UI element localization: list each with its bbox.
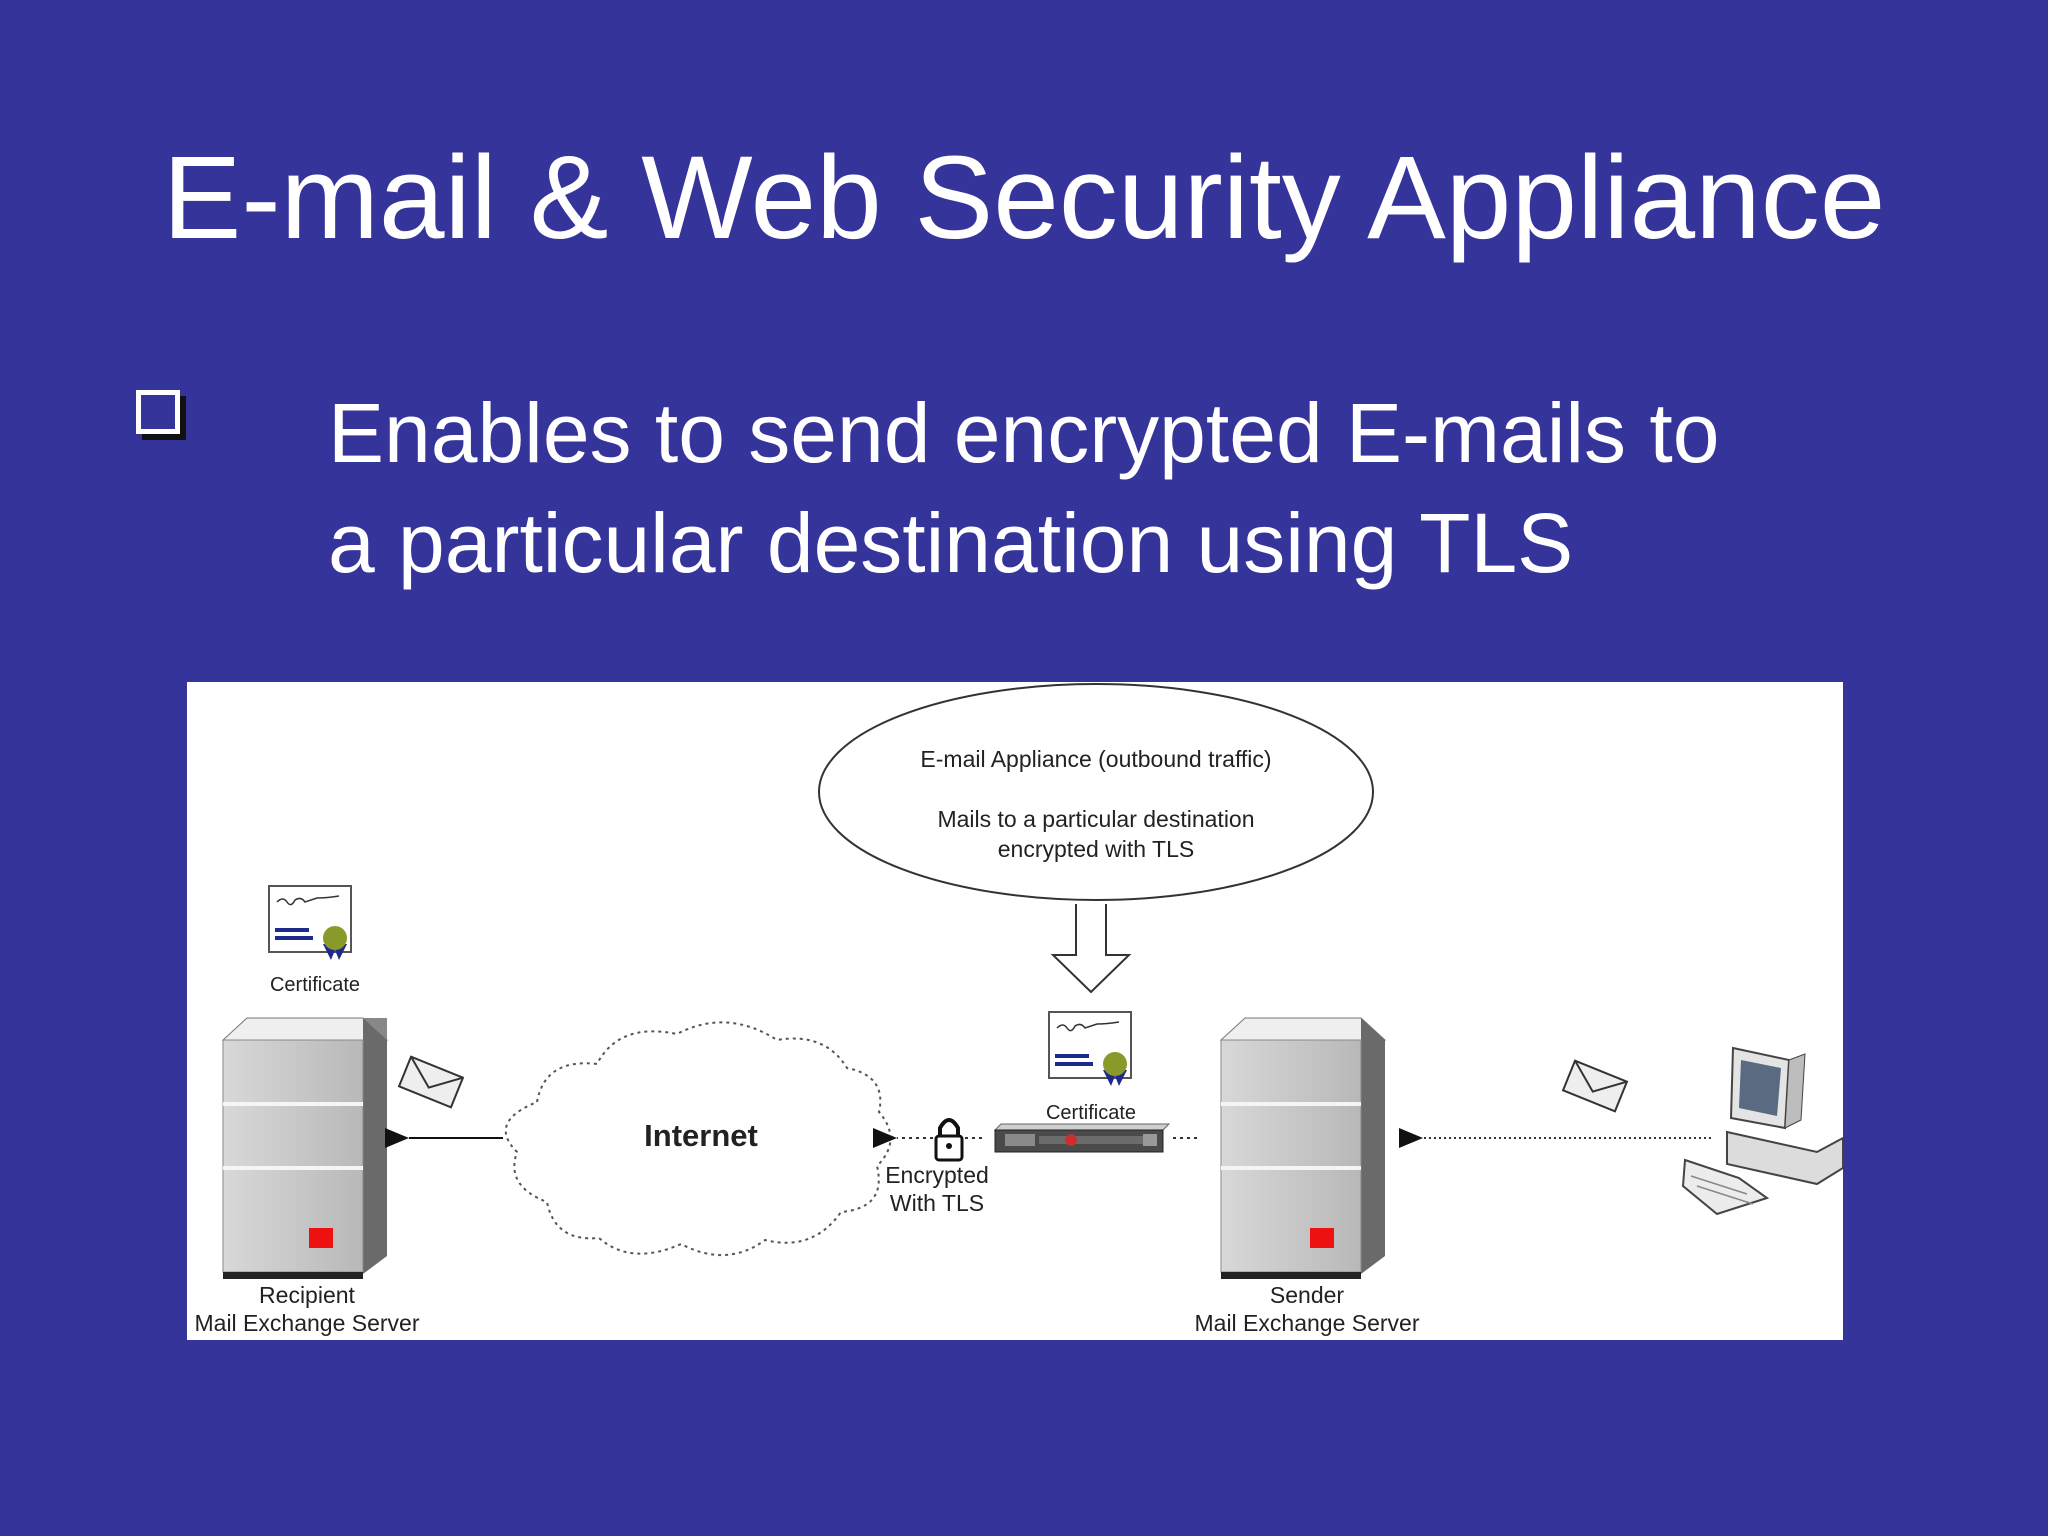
internet-cloud-icon [504,1021,892,1256]
bullet-line-1: Enables to send encrypted E-mails to [328,386,1720,480]
bubble-heading: E-mail Appliance (outbound traffic) [920,746,1272,772]
sender-label: Sender [1269,1282,1345,1308]
recipient-label: Recipient [259,1282,355,1308]
bubble-line-2: encrypted with TLS [997,836,1195,862]
sender-server-icon [1219,1017,1387,1279]
recipient-certificate-icon [268,885,352,960]
desktop-computer-icon [1681,1046,1843,1216]
slide-title: E-mail & Web Security Appliance [162,132,1886,264]
internet-label: Internet [644,1118,758,1153]
encrypted-label-line-2: With TLS [889,1190,985,1216]
encrypted-label-line-1: Encrypted [885,1162,989,1188]
security-appliance-icon [993,1123,1171,1153]
recipient-server-label: Mail Exchange Server [194,1310,420,1336]
bullet-text: Enables to send encrypted E-mails to a p… [328,378,1968,598]
appliance-bubble [818,683,1374,901]
recipient-certificate-label: Certificate [269,974,361,996]
appliance-certificate-label: Certificate [1045,1102,1137,1124]
diagram-graphics [221,683,1843,1279]
appliance-certificate-icon [1048,1011,1132,1086]
tls-diagram: E-mail Appliance (outbound traffic) Mail… [187,682,1843,1340]
sender-indicator-icon [1310,1228,1334,1248]
recipient-server-icon [221,1017,389,1279]
bullet-line-2: a particular destination using TLS [328,496,1574,590]
bubble-line-1: Mails to a particular destination [937,806,1255,832]
envelope-icon-left [397,1055,465,1109]
checkbox-bullet-icon [136,390,186,440]
lock-icon [934,1118,964,1162]
sender-server-label: Mail Exchange Server [1194,1310,1420,1336]
recipient-indicator-icon [309,1228,333,1248]
envelope-icon-right [1561,1059,1629,1113]
down-arrow-icon [1050,904,1132,994]
